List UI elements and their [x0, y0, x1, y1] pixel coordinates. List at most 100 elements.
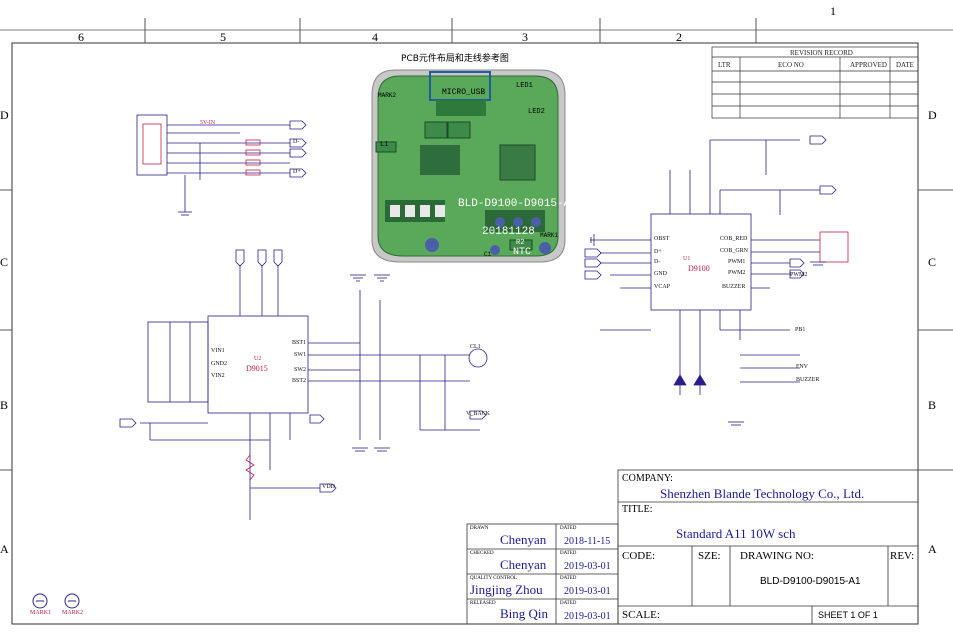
net-fnv: FNV [796, 364, 809, 370]
u2-pin-bst2: BST2 [292, 378, 307, 384]
u1-pin-cobgrn: COB_GRN [720, 248, 749, 254]
u1-pin-gnd: GND [654, 271, 667, 277]
u1-pin-dm: D- [654, 259, 661, 265]
u2-pin-bst1: BST1 [292, 340, 307, 346]
scale-label: SCALE: [622, 609, 660, 621]
fiducial-marks [32, 593, 80, 609]
drawing-no-label: DRAWING NO: [740, 550, 814, 562]
zone-6: 6 [78, 30, 84, 44]
released-role: RELEASED [470, 601, 496, 606]
net-pb1: PB1 [795, 327, 806, 333]
pcb-title: PCB元件布局和走线参考图 [401, 54, 509, 64]
rev-col-eco: ECO NO [778, 61, 804, 69]
size-label: SZE: [698, 550, 721, 562]
checked-date-label: DATED [560, 551, 577, 556]
qc-date: 2019-03-01 [564, 586, 611, 597]
pcb-label-mark1: MARK1 [540, 232, 559, 239]
released-date: 2019-03-01 [564, 611, 611, 622]
u1-ref: U1 [683, 256, 691, 262]
zone-3: 3 [522, 30, 528, 44]
zone-c-left: C [0, 255, 9, 269]
net-5vin: 5V-IN [200, 120, 216, 126]
net-pwm2: PWM2 [790, 272, 808, 278]
u2-ref: U2 [254, 356, 262, 362]
released-date-label: DATED [560, 601, 577, 606]
net-cl1: CL1 [470, 344, 481, 350]
pcb-label-date: 20181128 [482, 226, 535, 238]
u1-pin-obst: OBST [654, 236, 670, 242]
pcb-label-led2: LED2 [528, 108, 545, 116]
zone-b-right: B [928, 398, 937, 412]
zone-1: 1 [830, 4, 836, 18]
usb-connector-circuit [136, 114, 307, 216]
u2-pin-sw2: SW2 [294, 367, 306, 373]
drawing-title: Standard A11 10W sch [676, 526, 796, 541]
company-name: Shenzhen Blande Technology Co., Ltd. [660, 486, 865, 501]
net-dm: D- [293, 139, 300, 145]
mark1-label: MARK1 [30, 610, 52, 616]
u1-pin-pwm1: PWM1 [728, 259, 746, 265]
net-vback: V_BACK [466, 411, 491, 417]
zone-2: 2 [676, 30, 682, 44]
sheet-info: SHEET 1 OF 1 [818, 610, 878, 620]
zone-c-right: C [928, 255, 937, 269]
drawing-no: BLD-D9100-D9015-A1 [760, 576, 861, 587]
pcb-label-c1: C1 [484, 251, 492, 258]
revision-table-lines [711, 46, 919, 119]
u2-name: D9015 [246, 364, 268, 373]
company-label: COMPANY: [622, 473, 673, 484]
ground-symbols [350, 234, 826, 452]
net-buzzer: BUZZER [796, 377, 820, 383]
titleblock-lines [466, 469, 919, 625]
qc-role: QUALITY CONTROL [470, 576, 517, 581]
rev-col-ltr: LTR [718, 61, 731, 69]
title-label: TITLE: [622, 504, 653, 515]
mark2-label: MARK2 [62, 610, 84, 616]
released-name: Bing Qin [500, 606, 549, 621]
checked-role: CHECKED [470, 551, 494, 556]
drawn-date: 2018-11-15 [564, 536, 611, 547]
u1-pin-pwm2: PWM2 [728, 270, 746, 276]
qc-date-label: DATED [560, 576, 577, 581]
u1-pin-cobred: COB_RED [720, 236, 748, 242]
checked-name: Chenyan [500, 557, 547, 572]
u2-pin-vin2: VIN2 [211, 373, 225, 379]
pcb-layout-image [371, 69, 566, 263]
pcb-label-r2: R2 [516, 239, 525, 247]
d9100-circuit [584, 135, 849, 395]
zone-b-left: B [0, 398, 9, 412]
pcb-label-ntc: NTC [513, 247, 532, 258]
drawn-name: Chenyan [500, 532, 547, 547]
zone-a-right: A [928, 542, 937, 556]
u1-name: D9100 [688, 264, 710, 273]
rev-label: REV: [890, 550, 915, 562]
drawn-date-label: DATED [560, 526, 577, 531]
qc-name: Jingjing Zhou [470, 582, 543, 597]
pcb-label-board: BLD-D9100-D9015-A1 [458, 198, 577, 210]
net-vdd: VDD [322, 484, 335, 490]
drawn-role: DRAWN [470, 526, 489, 531]
zone-d-left: D [0, 108, 9, 122]
u1-pin-dp: D+ [654, 249, 662, 255]
zone-a-left: A [0, 542, 9, 556]
pcb-label-led1: LED1 [516, 82, 533, 90]
pcb-label-l1: L1 [380, 141, 389, 149]
zone-d-right: D [928, 108, 937, 122]
u1-pin-vcap: VCAP [654, 284, 671, 290]
net-dp: D+ [293, 169, 301, 175]
u2-pin-gnd2: GND2 [211, 361, 227, 367]
u2-pin-sw1: SW1 [294, 352, 306, 358]
checked-date: 2019-03-01 [564, 561, 611, 572]
rev-col-approved: APPROVED [850, 61, 887, 69]
revision-title: REVISION RECORD [790, 49, 853, 57]
d9015-circuit [119, 249, 488, 520]
zone-4: 4 [372, 30, 378, 44]
pcb-label-usb: MICRO_USB [442, 88, 486, 97]
zone-5: 5 [220, 30, 226, 44]
u1-pin-buzzer: BUZZER [722, 284, 746, 290]
pcb-label-mark2: MARK2 [378, 92, 397, 99]
u2-pin-vin1: VIN1 [211, 348, 225, 354]
rev-col-date: DATE [896, 61, 914, 69]
